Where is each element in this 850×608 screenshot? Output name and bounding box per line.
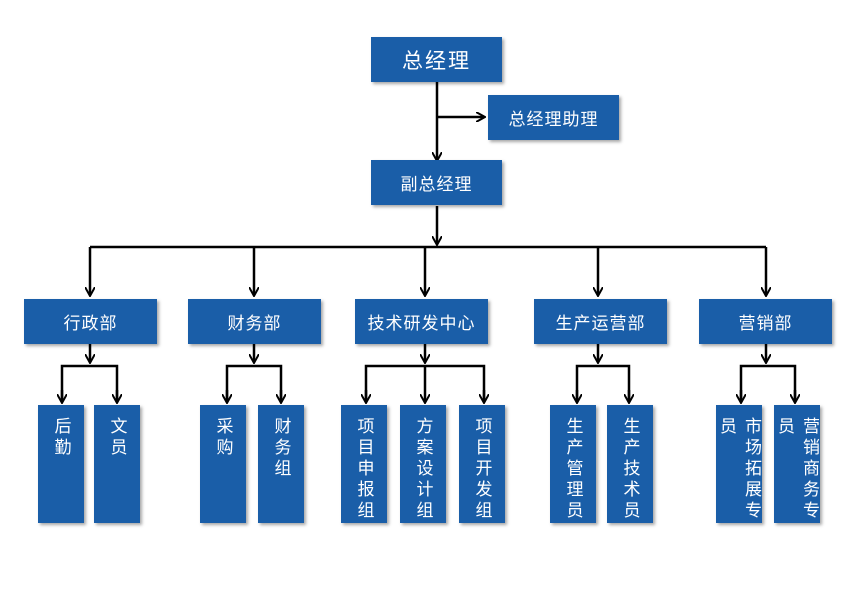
node-label: 采购 <box>212 417 233 459</box>
node-label: 生产运营部 <box>555 314 646 334</box>
node-unit: 生产管理员 <box>550 405 596 523</box>
node-label: 生产技术员 <box>619 417 640 522</box>
node-dept-finance: 财务部 <box>188 299 321 344</box>
node-label: 财务组 <box>270 417 291 480</box>
node-unit: 采购 <box>200 405 246 523</box>
node-unit: 方案设计组 <box>400 405 446 523</box>
node-dept-rd-center: 技术研发中心 <box>355 299 488 344</box>
node-label: 行政部 <box>63 314 118 334</box>
node-gm-assistant: 总经理助理 <box>488 95 619 140</box>
node-label: 文员 <box>106 417 127 459</box>
node-label: 项目申报组 <box>353 417 374 522</box>
node-label: 营销部 <box>738 314 793 334</box>
node-label: 总经理助理 <box>508 110 599 130</box>
node-label: 项目开发组 <box>471 417 492 522</box>
node-unit: 项目申报组 <box>341 405 387 523</box>
node-unit: 财务组 <box>258 405 304 523</box>
node-unit: 营销商务专员 <box>774 405 820 523</box>
node-unit: 文员 <box>94 405 140 523</box>
node-unit: 生产技术员 <box>607 405 653 523</box>
node-dept-production: 生产运营部 <box>534 299 667 344</box>
node-label: 总经理 <box>402 48 471 73</box>
node-unit: 项目开发组 <box>459 405 505 523</box>
node-label: 财务部 <box>227 314 282 334</box>
node-deputy-gm: 副总经理 <box>371 160 502 205</box>
node-dept-marketing: 营销部 <box>699 299 832 344</box>
node-label: 营销商务专员 <box>774 417 819 522</box>
node-label: 生产管理员 <box>562 417 583 522</box>
node-label: 方案设计组 <box>412 417 433 522</box>
node-label: 市场拓展专员 <box>716 417 761 522</box>
node-label: 技术研发中心 <box>367 314 476 334</box>
node-general-manager: 总经理 <box>371 37 502 82</box>
node-dept-admin: 行政部 <box>24 299 157 344</box>
node-label: 后勤 <box>50 417 71 459</box>
node-unit: 后勤 <box>38 405 84 523</box>
node-unit: 市场拓展专员 <box>716 405 762 523</box>
node-label: 副总经理 <box>400 175 473 195</box>
